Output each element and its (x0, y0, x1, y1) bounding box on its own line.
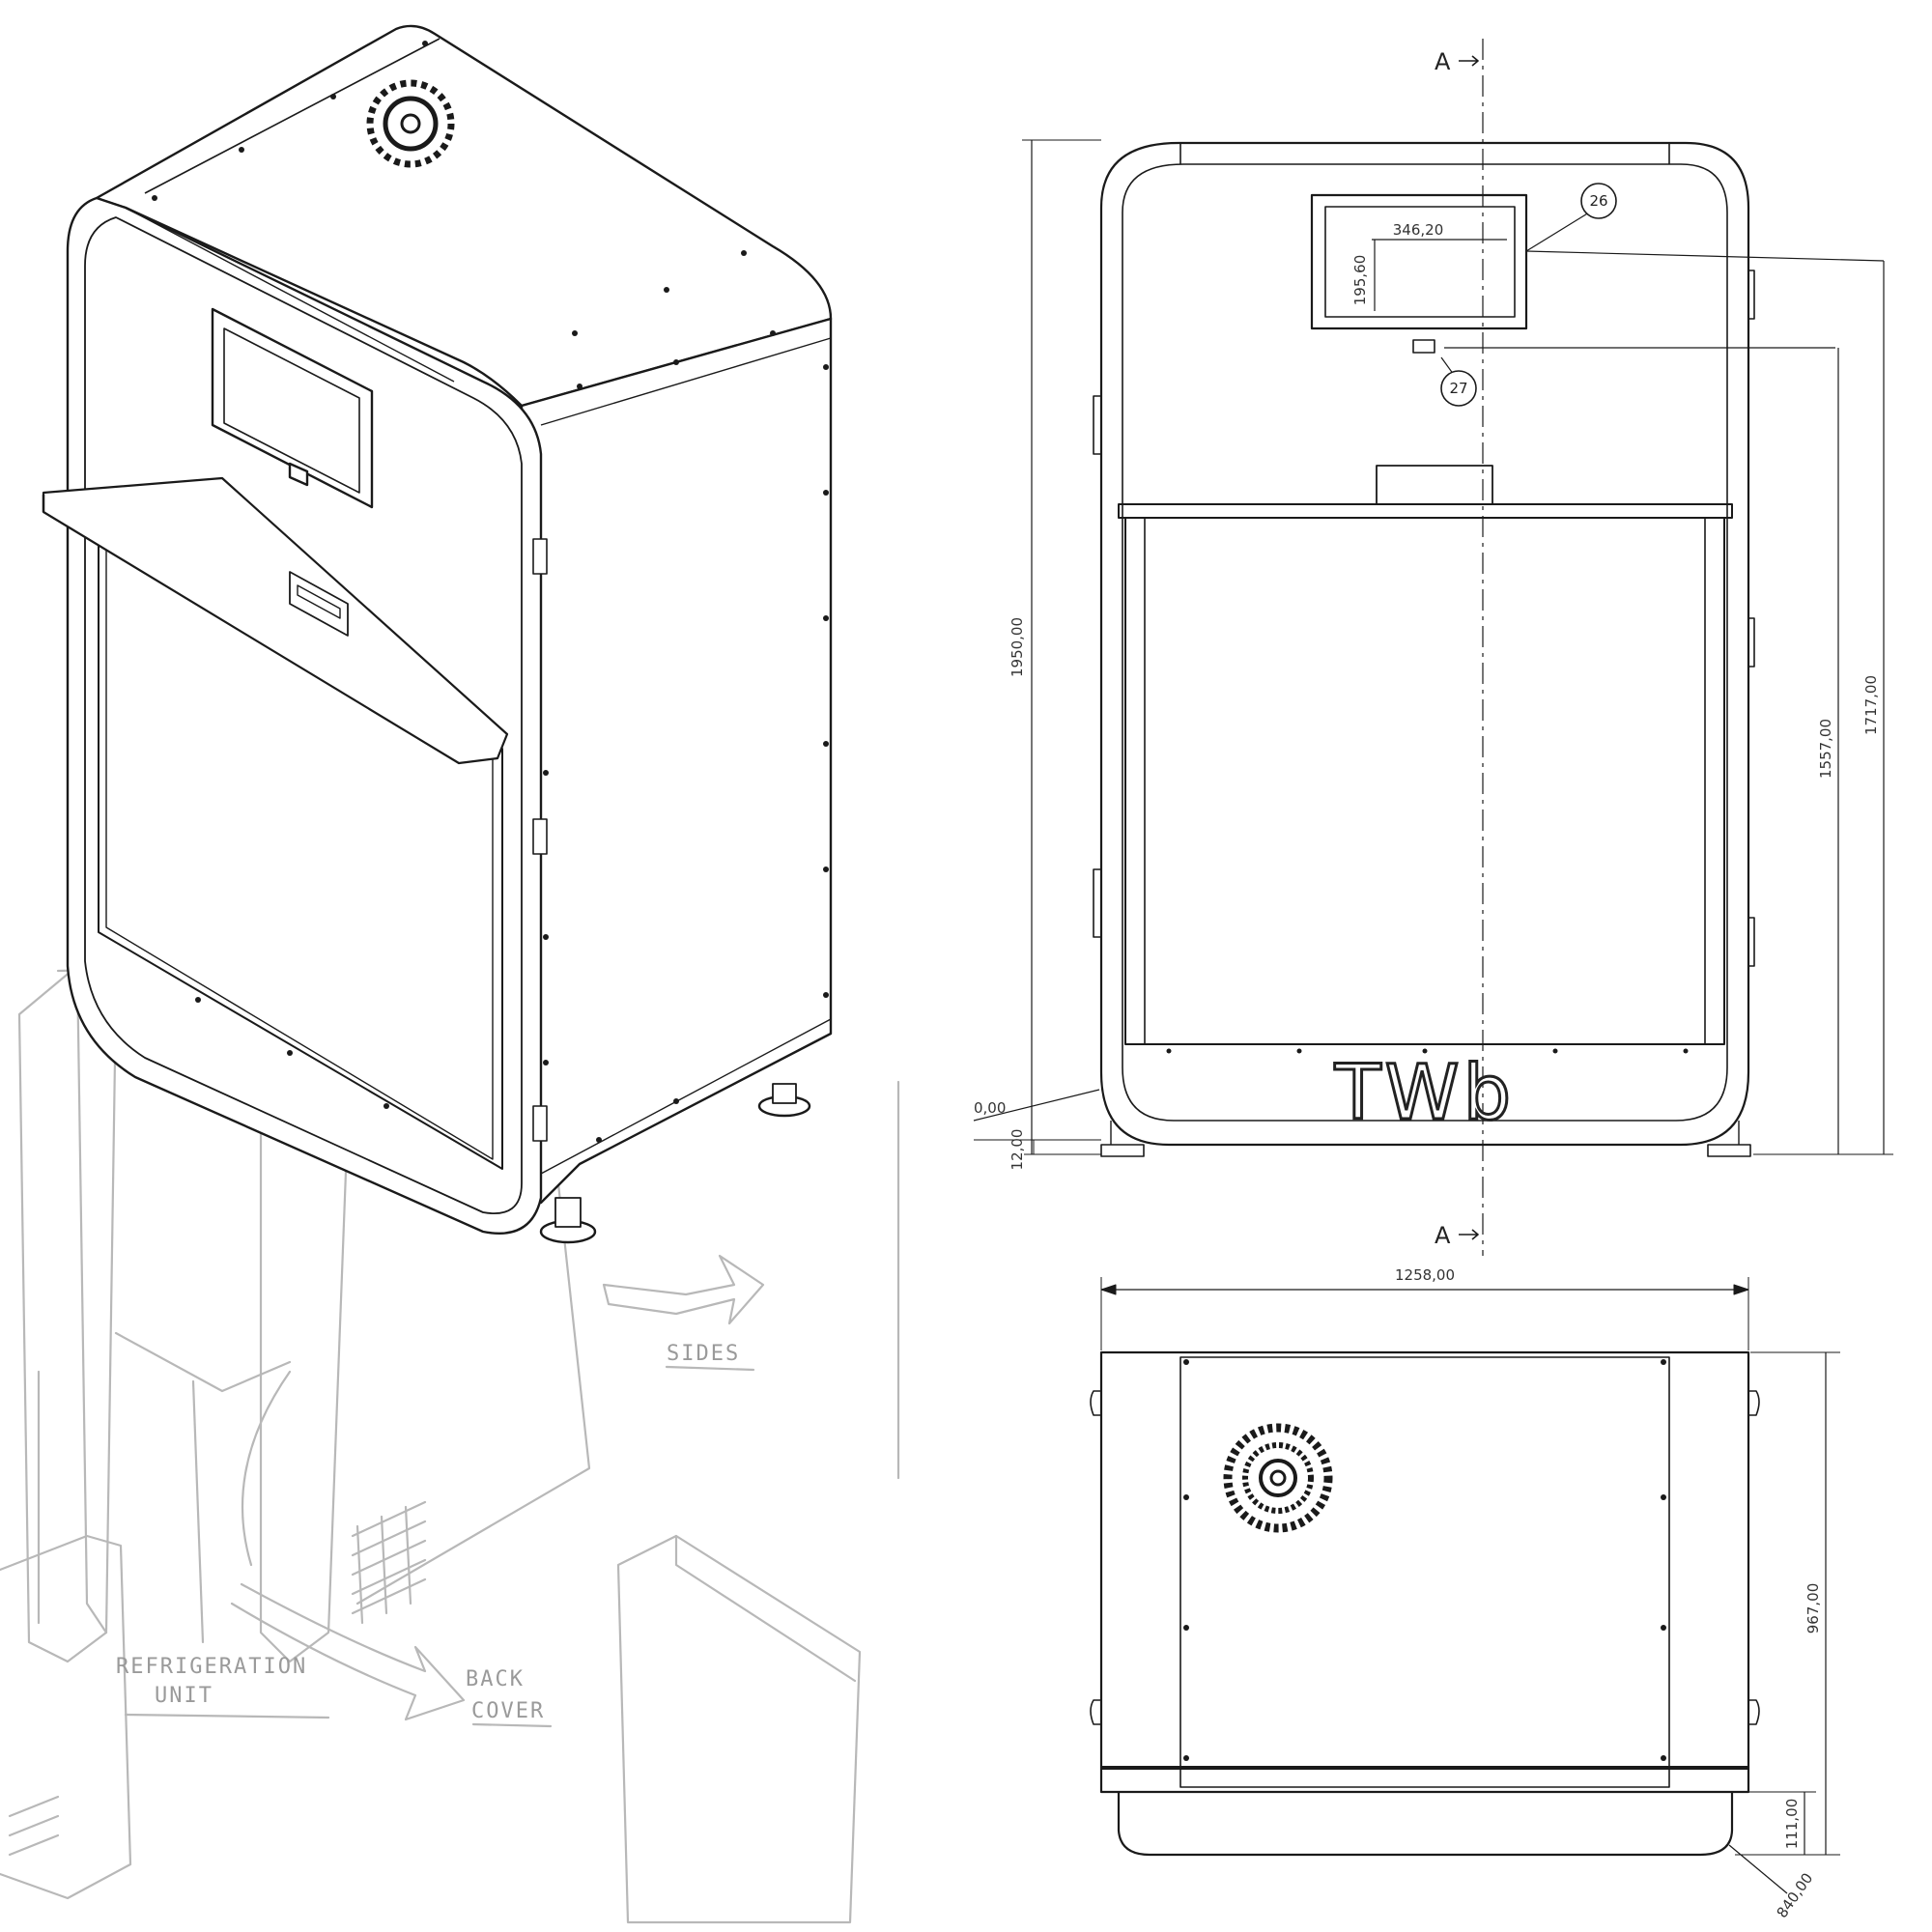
dim-corner-radius: 0,00 (974, 1099, 1006, 1117)
dim-height-screen: 1717,00 (1862, 675, 1880, 735)
sketch-label-unit: UNIT (155, 1684, 213, 1708)
dim-base-height: 111,00 (1783, 1799, 1801, 1850)
callout-balloon-27 (1440, 370, 1477, 407)
front-elevation-dots (1166, 1048, 1689, 1054)
dim-foot-height: 12,00 (1009, 1129, 1026, 1171)
callout-balloon-26 (1580, 183, 1617, 219)
dim-height-total: 1950,00 (1009, 617, 1026, 677)
dim-base-offset: 840,00 (1773, 1869, 1816, 1920)
sketch-label-back: BACK (466, 1667, 525, 1691)
dim-width: 1258,00 (1395, 1266, 1455, 1284)
isometric-screw-dots (152, 41, 829, 1143)
section-marker-bottom: A (1435, 1222, 1451, 1249)
sketch-label-refrigeration: REFRIGERATION (116, 1655, 307, 1679)
callout-26-label: 26 (1589, 192, 1607, 210)
brand-logo-twb: TWb (1334, 1050, 1515, 1137)
top-plan-view (1090, 1277, 1840, 1894)
dim-screen-width: 346,20 (1393, 221, 1444, 239)
front-elevation-view (973, 39, 1893, 1256)
dim-screen-height: 195,60 (1351, 255, 1369, 306)
dim-height-button: 1557,00 (1817, 719, 1834, 779)
dim-depth: 967,00 (1804, 1583, 1822, 1634)
sketch-label-sides: SIDES (667, 1342, 740, 1366)
section-marker-top: A (1435, 48, 1451, 75)
sketch-label-cover: COVER (471, 1699, 545, 1723)
isometric-view (42, 24, 833, 1244)
top-plan-screw-dots (1183, 1359, 1666, 1761)
callout-27-label: 27 (1449, 380, 1467, 397)
